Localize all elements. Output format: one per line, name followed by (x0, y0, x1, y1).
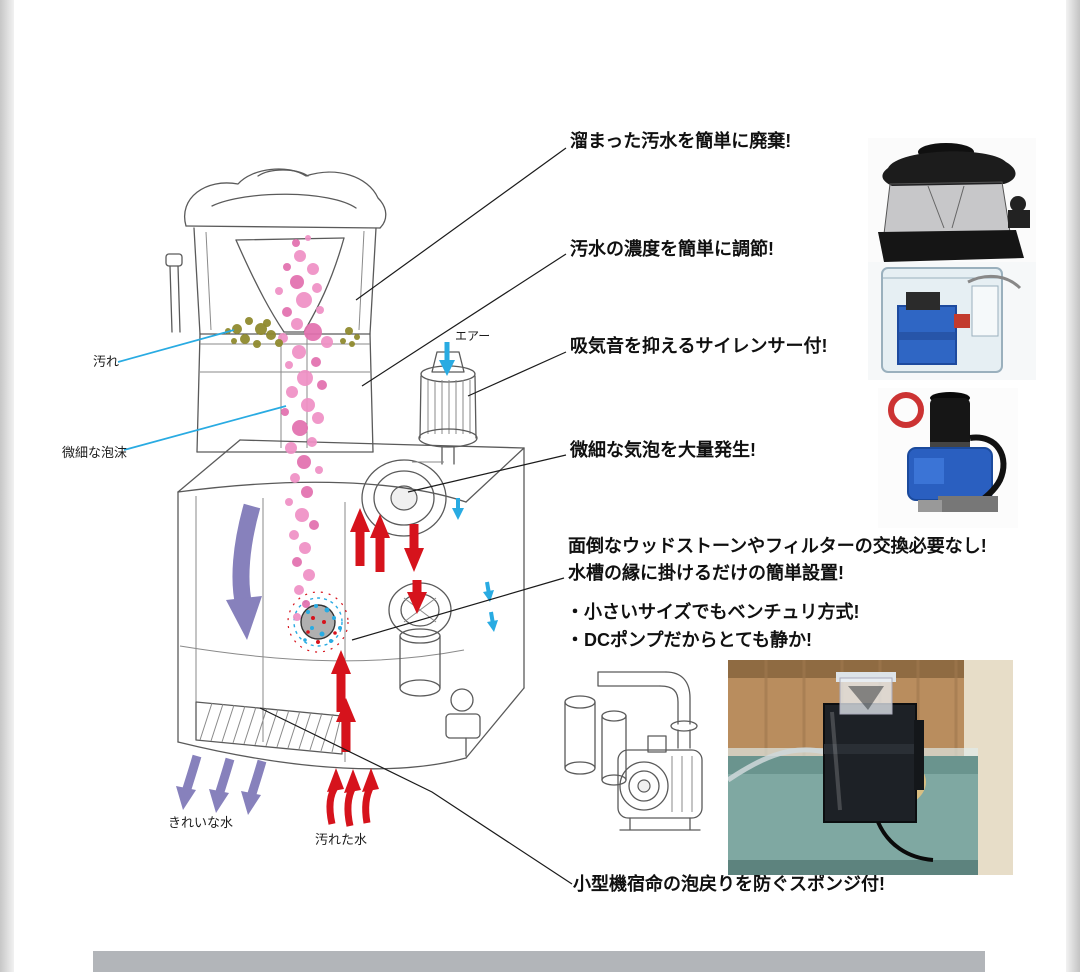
skimmer-line-drawing (165, 168, 525, 770)
tank-photo-art (726, 660, 1013, 875)
photo-dc-pump (878, 388, 1018, 528)
annotation-dc-pump-quiet: ・DCポンプだからとても静か! (566, 630, 813, 650)
label-fine-foam: 微細な泡沫 (62, 445, 128, 460)
annotation-venturi: ・小さいサイズでもベンチュリ方式! (566, 602, 860, 622)
dc-pump-photo-art (878, 388, 1018, 528)
label-clean-water: きれいな水 (168, 815, 234, 830)
annotation-fine-bubbles: 微細な気泡を大量発生! (570, 440, 756, 460)
annotation-no-replacement: 面倒なウッドストーンやフィルターの交換必要なし! (568, 536, 987, 556)
annotation-waste-disposal: 溜まった汚水を簡単に廃棄! (570, 131, 792, 151)
label-dirty-water: 汚れた水 (315, 832, 368, 847)
left-edge-strip (0, 0, 14, 972)
pump-assembly-drawing (564, 671, 703, 831)
collection-cup-photo-art (868, 138, 1036, 264)
pump-container-photo-art (868, 262, 1036, 380)
label-lines (117, 329, 287, 451)
olive-dirt-bubbles (225, 317, 360, 348)
annotation-sponge: 小型機宿命の泡戻りを防ぐスポンジ付! (573, 874, 885, 894)
callout-lines (259, 147, 573, 885)
purple-flow-arrows (176, 503, 267, 815)
photo-installed-on-tank (726, 660, 1013, 875)
annotation-concentration: 汚水の濃度を簡単に調節! (570, 239, 774, 259)
annotation-easy-install: 水槽の縁に掛けるだけの簡単設置! (568, 563, 844, 583)
blue-air-arrows (439, 342, 498, 632)
red-flow-arrows (326, 508, 427, 827)
photo-pump-in-container (868, 262, 1036, 380)
right-edge-strip (1066, 0, 1080, 972)
label-dirt: 汚れ (93, 354, 120, 369)
photo-collection-cup (868, 138, 1036, 264)
annotation-silencer: 吸気音を抑えるサイレンサー付! (570, 336, 828, 356)
bottom-gray-bar (93, 951, 985, 972)
label-air: エアー (455, 329, 491, 343)
venturi-specks (303, 604, 342, 644)
pink-foam-bubbles (275, 235, 333, 621)
